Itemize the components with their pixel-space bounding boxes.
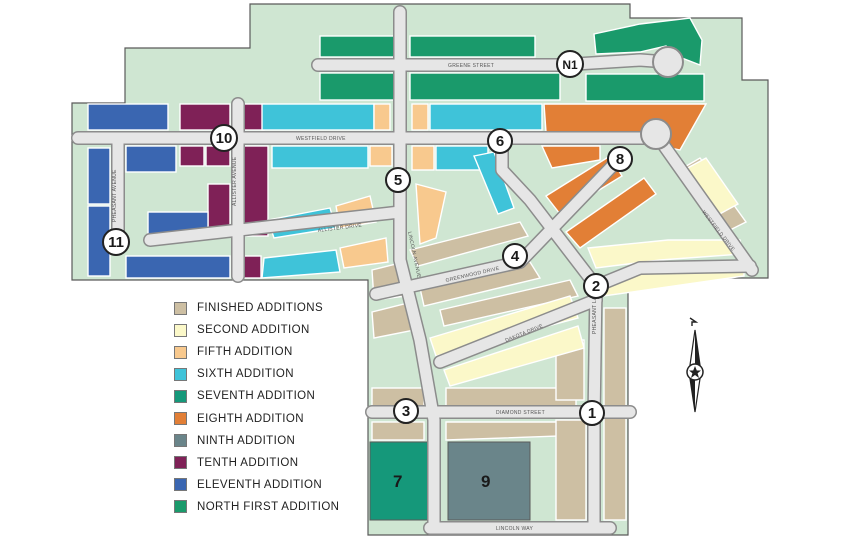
marker-4[interactable]: 4 — [502, 243, 528, 269]
marker-6[interactable]: 6 — [487, 128, 513, 154]
marker-n1[interactable]: N1 — [556, 50, 584, 78]
svg-text:11: 11 — [108, 234, 124, 251]
street-label-diamond: DIAMOND STREET — [496, 410, 545, 416]
legend-item: SECOND ADDITION — [174, 319, 374, 341]
legend-label: FINISHED ADDITIONS — [197, 302, 324, 315]
legend-label: SEVENTH ADDITION — [197, 390, 316, 403]
legend-swatch — [174, 345, 187, 359]
legend-item: TENTH ADDITION — [174, 452, 374, 474]
street-label-allister-drive: ALLISTER DRIVE — [318, 223, 363, 234]
legend-item: NORTH FIRST ADDITION — [174, 496, 374, 518]
svg-text:6: 6 — [496, 133, 504, 150]
legend-label: FIFTH ADDITION — [197, 346, 293, 359]
lots-eleventh — [87, 103, 231, 279]
legend-swatch — [174, 323, 187, 337]
legend-swatch — [174, 500, 187, 514]
svg-text:N1: N1 — [562, 58, 578, 72]
block-ninth — [447, 441, 531, 521]
legend-item: ELEVENTH ADDITION — [174, 474, 374, 496]
svg-text:8: 8 — [616, 151, 624, 168]
legend-swatch — [174, 412, 187, 426]
street-label-westfield: WESTFIELD DRIVE — [296, 136, 346, 142]
svg-text:4: 4 — [511, 248, 520, 265]
legend-item: NINTH ADDITION — [174, 430, 374, 452]
marker-10[interactable]: 10 — [210, 124, 238, 152]
legend: FINISHED ADDITIONS SECOND ADDITION FIFTH A… — [174, 297, 374, 518]
marker-2[interactable]: 2 — [583, 273, 609, 299]
street-label-allister-avenue: ALLISTER AVENUE — [232, 156, 238, 206]
legend-swatch — [174, 478, 187, 492]
legend-item: FINISHED ADDITIONS — [174, 297, 374, 319]
legend-swatch — [174, 434, 187, 448]
svg-text:2: 2 — [592, 278, 600, 295]
legend-label: TENTH ADDITION — [197, 456, 299, 469]
legend-item: SIXTH ADDITION — [174, 363, 374, 385]
legend-label: SECOND ADDITION — [197, 324, 310, 337]
block-label-9: 9 — [481, 472, 490, 491]
marker-8[interactable]: 8 — [607, 146, 633, 172]
legend-label: SIXTH ADDITION — [197, 368, 294, 381]
legend-label: NINTH ADDITION — [197, 434, 296, 447]
street-label-greene: GREENE STREET — [448, 63, 494, 69]
marker-1[interactable]: 1 — [579, 400, 605, 426]
cul-de-sac-east — [640, 118, 672, 150]
street-label-pheasant-lane: PHEASANT LANE — [592, 288, 598, 334]
cul-de-sac-north — [652, 46, 684, 78]
street-label-lincoln-way: LINCOLN WAY — [496, 526, 534, 532]
legend-label: EIGHTH ADDITION — [197, 412, 304, 425]
street-label-pheasant: PHEASANT AVENUE — [112, 169, 118, 222]
legend-swatch — [174, 301, 187, 315]
svg-text:3: 3 — [402, 403, 410, 420]
north-arrow-compass-icon — [686, 317, 704, 413]
legend-swatch — [174, 367, 187, 381]
lots-north-first — [319, 17, 705, 102]
svg-text:1: 1 — [588, 405, 596, 422]
legend-label: NORTH FIRST ADDITION — [197, 500, 340, 513]
legend-label: ELEVENTH ADDITION — [197, 478, 323, 491]
marker-5[interactable]: 5 — [385, 167, 411, 193]
block-label-7: 7 — [393, 472, 402, 491]
legend-item: FIFTH ADDITION — [174, 341, 374, 363]
marker-3[interactable]: 3 — [393, 398, 419, 424]
legend-swatch — [174, 456, 187, 470]
legend-swatch — [174, 389, 187, 403]
legend-item: EIGHTH ADDITION — [174, 407, 374, 429]
svg-text:10: 10 — [216, 130, 233, 147]
svg-text:5: 5 — [394, 172, 402, 189]
marker-11[interactable]: 11 — [102, 228, 130, 256]
legend-item: SEVENTH ADDITION — [174, 385, 374, 407]
